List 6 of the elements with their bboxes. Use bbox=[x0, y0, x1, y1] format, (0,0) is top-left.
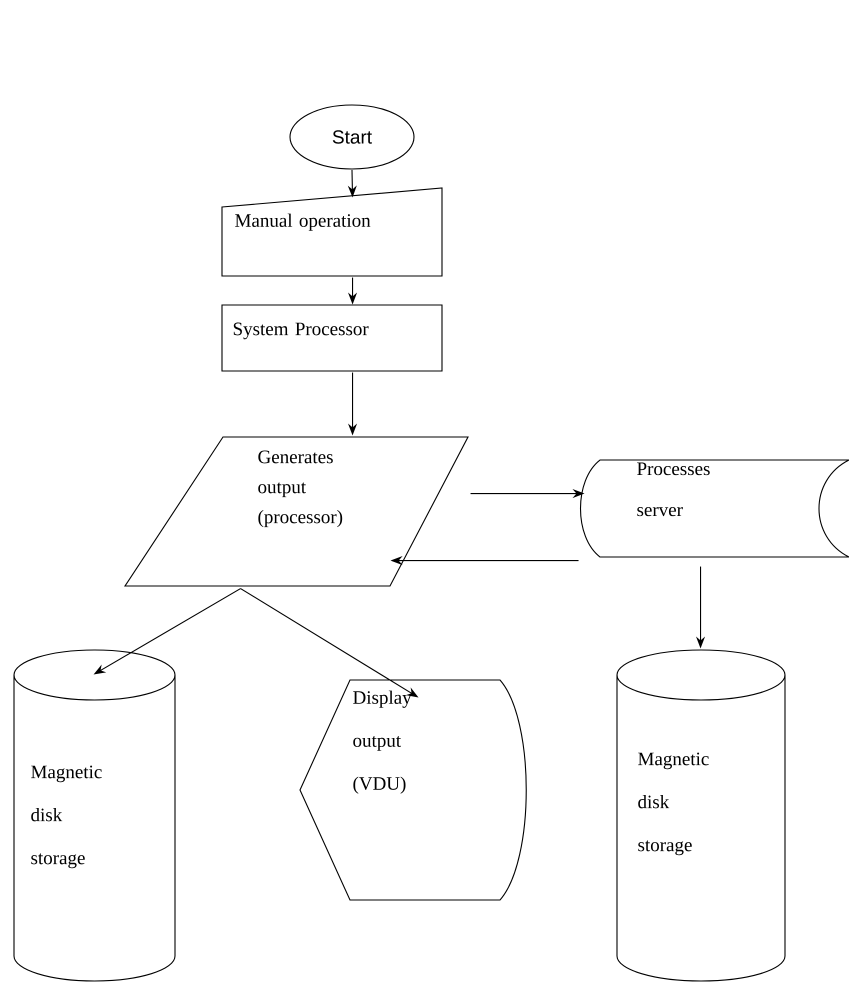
disk-cylinder: Magnetic disk storage bbox=[616, 649, 786, 982]
node-label: Magnetic disk storage bbox=[638, 752, 709, 856]
process-box: System Processor bbox=[221, 304, 443, 372]
disk-cylinder: Magnetic disk storage bbox=[13, 649, 176, 982]
node-label: Magnetic disk storage bbox=[31, 766, 102, 868]
manual-operation-box: Manual operation bbox=[221, 187, 443, 277]
